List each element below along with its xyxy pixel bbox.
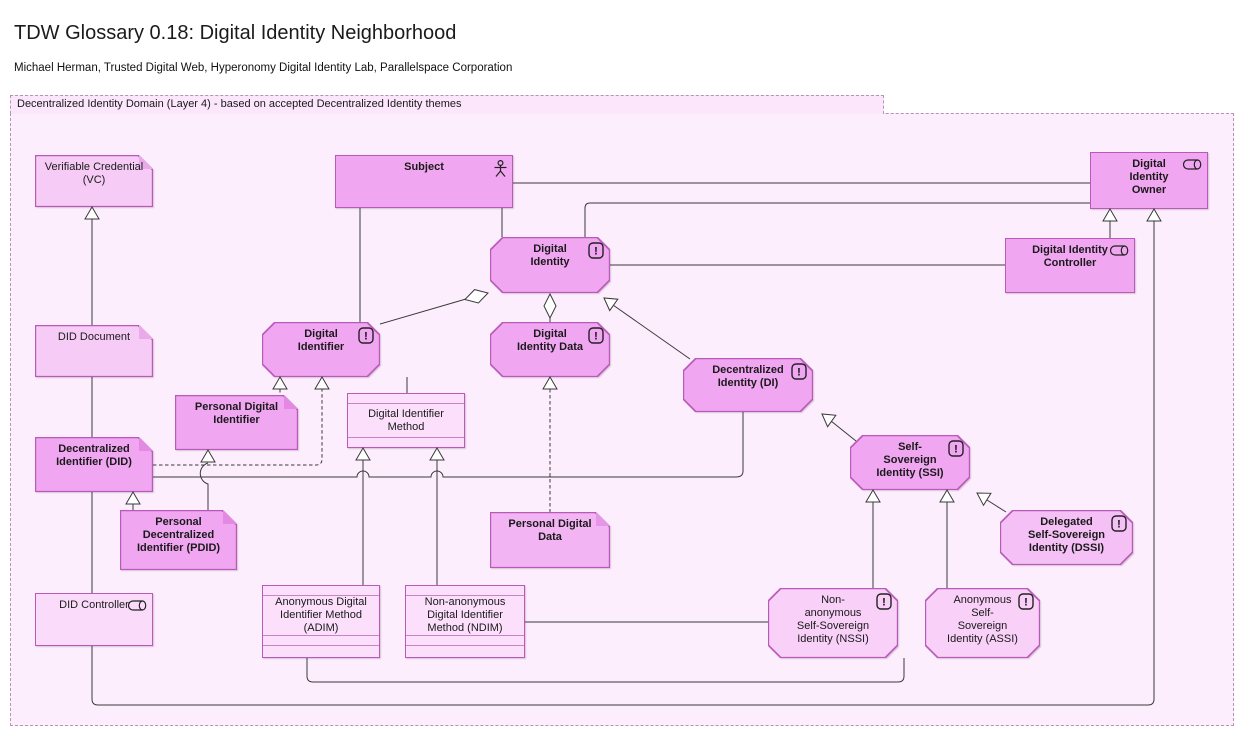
- role-icon: [127, 598, 147, 616]
- node-label: Decentralized Identifier (DID): [56, 443, 132, 468]
- page-subtitle: Michael Herman, Trusted Digital Web, Hyp…: [14, 62, 513, 74]
- svg-text:!: !: [364, 331, 368, 343]
- group-label: Decentralized Identity Domain (Layer 4) …: [17, 98, 462, 110]
- exclamation-icon: !: [588, 327, 604, 349]
- node-adim[interactable]: Anonymous Digital Identifier Method (ADI…: [262, 585, 380, 658]
- exclamation-icon: !: [791, 363, 807, 385]
- node-di[interactable]: Decentralized Identity (DI)!: [683, 358, 813, 412]
- node-label: Personal Digital Identifier: [194, 401, 279, 426]
- node-label: Non-anonymous Digital Identifier Method …: [424, 596, 506, 634]
- node-subject[interactable]: Subject: [335, 155, 513, 208]
- node-nssi[interactable]: Non- anonymous Self-Sovereign Identity (…: [768, 588, 898, 658]
- node-pdid[interactable]: Personal Decentralized Identifier (PDID): [120, 510, 237, 570]
- node-label: Digital Identifier Method: [368, 407, 444, 433]
- role-icon: [1109, 243, 1129, 261]
- exclamation-icon: !: [358, 327, 374, 349]
- node-digital_identifier[interactable]: Digital Identifier!: [262, 322, 380, 377]
- node-di_controller[interactable]: Digital Identity Controller: [1005, 238, 1135, 293]
- svg-text:!: !: [797, 367, 801, 379]
- node-label: Personal Digital Data: [508, 518, 592, 543]
- node-label: Subject: [404, 161, 444, 173]
- svg-text:!: !: [1117, 519, 1121, 531]
- node-di_owner[interactable]: Digital Identity Owner: [1090, 152, 1208, 209]
- node-vc[interactable]: Verifiable Credential (VC): [35, 155, 153, 207]
- node-did_data[interactable]: Digital Identity Data!: [490, 322, 610, 377]
- node-ndim[interactable]: Non-anonymous Digital Identifier Method …: [405, 585, 525, 658]
- node-assi[interactable]: Anonymous Self- Sovereign Identity (ASSI…: [925, 588, 1040, 658]
- node-label: Anonymous Digital Identifier Method (ADI…: [275, 596, 367, 634]
- node-label: Verifiable Credential (VC): [44, 161, 144, 186]
- node-dim[interactable]: Digital Identifier Method: [347, 393, 465, 448]
- group-title-tab: Decentralized Identity Domain (Layer 4) …: [10, 95, 884, 114]
- page-title: TDW Glossary 0.18: Digital Identity Neig…: [14, 22, 457, 44]
- node-did_controller[interactable]: DID Controller: [35, 593, 153, 646]
- actor-icon: [494, 159, 507, 183]
- svg-text:!: !: [954, 444, 958, 456]
- node-ssi[interactable]: Self- Sovereign Identity (SSI)!: [850, 435, 970, 490]
- exclamation-icon: !: [1111, 515, 1127, 537]
- role-icon: [1182, 157, 1202, 175]
- svg-text:!: !: [1024, 597, 1028, 609]
- node-did_document[interactable]: DID Document: [35, 325, 153, 377]
- svg-text:!: !: [594, 246, 598, 258]
- exclamation-icon: !: [948, 440, 964, 462]
- node-label: DID Document: [57, 331, 131, 343]
- node-did[interactable]: Decentralized Identifier (DID): [35, 437, 153, 492]
- node-label: Personal Decentralized Identifier (PDID): [136, 516, 221, 554]
- exclamation-icon: !: [588, 242, 604, 264]
- svg-text:!: !: [594, 331, 598, 343]
- node-dssi[interactable]: Delegated Self-Sovereign Identity (DSSI)…: [1000, 510, 1133, 565]
- node-pdi[interactable]: Personal Digital Identifier: [175, 395, 298, 450]
- svg-text:!: !: [882, 597, 886, 609]
- node-label: Digital Identity Owner: [1129, 158, 1169, 196]
- node-digital_identity[interactable]: Digital Identity!: [490, 237, 610, 293]
- node-pdd[interactable]: Personal Digital Data: [490, 512, 610, 568]
- exclamation-icon: !: [876, 593, 892, 615]
- exclamation-icon: !: [1018, 593, 1034, 615]
